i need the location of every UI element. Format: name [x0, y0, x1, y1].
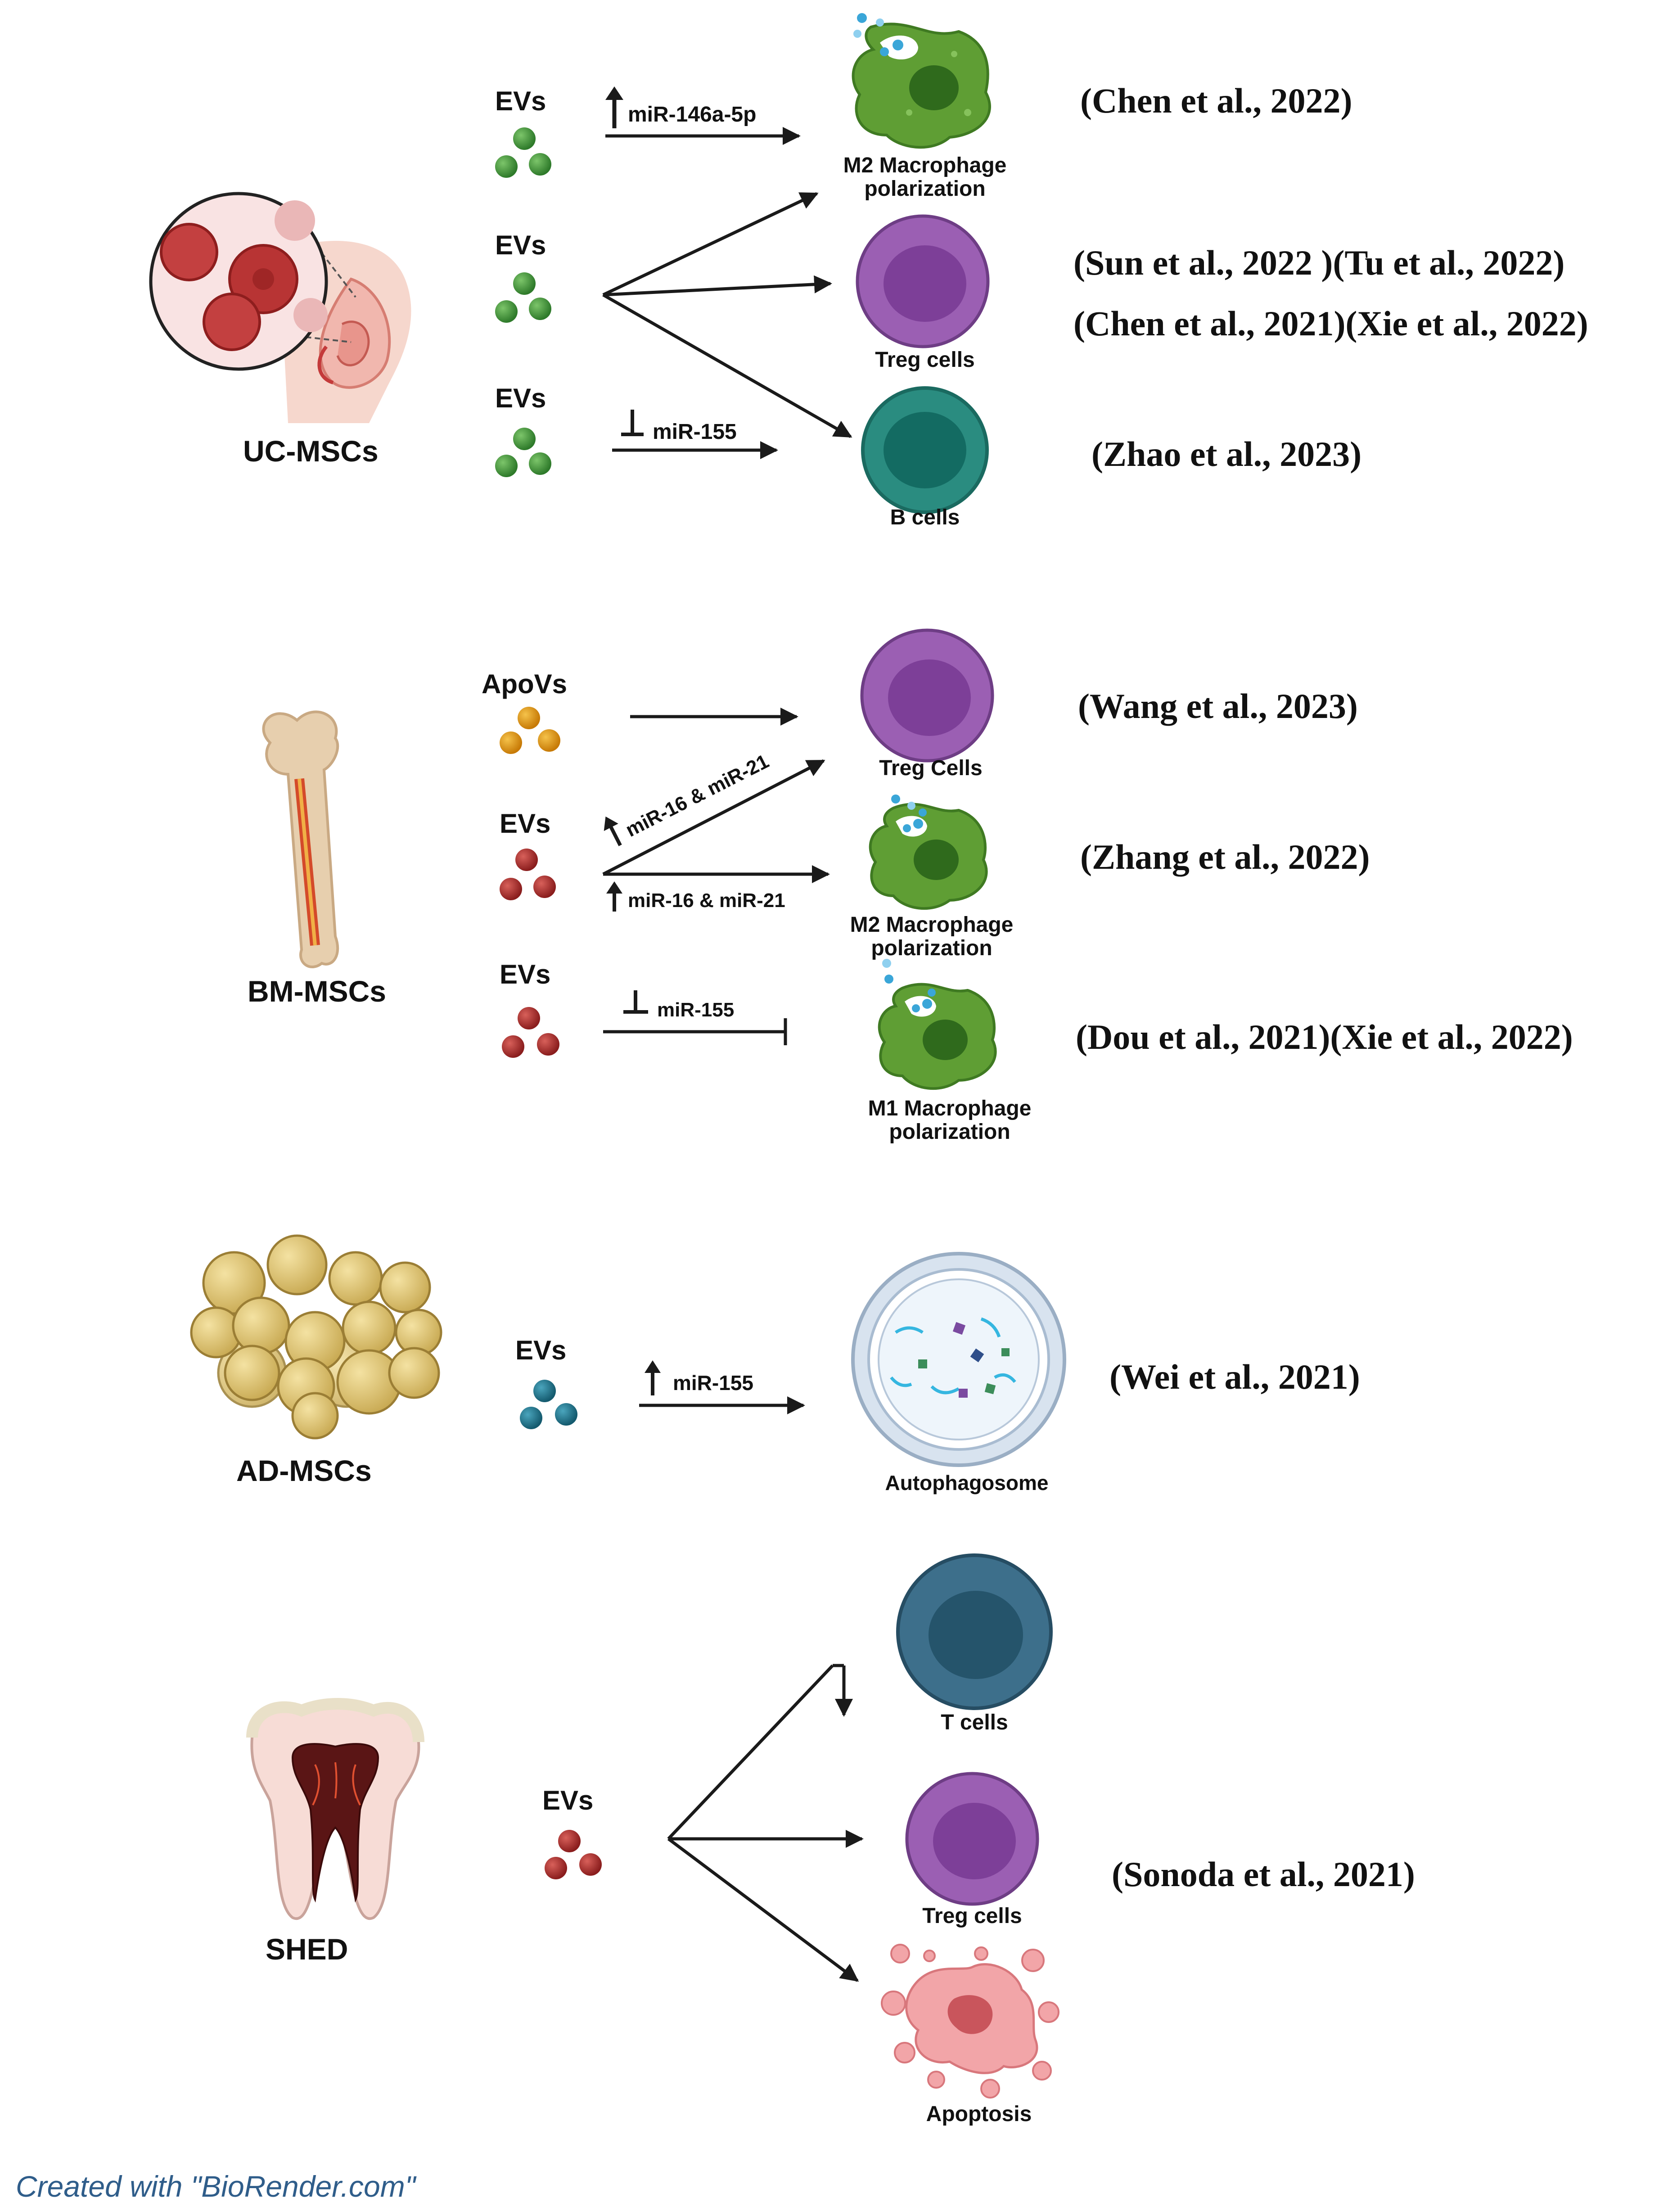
bm-m2-macrophage-icon	[869, 795, 988, 910]
shed-arrow-to-apoptosis	[667, 1837, 859, 1982]
uc-mir-155-label: miR-155	[653, 420, 737, 444]
bm-m1-label-line2: polarization	[889, 1120, 1010, 1144]
shed-citation: (Sonoda et al., 2021)	[1112, 1855, 1415, 1894]
uc-mir-146a-label: miR-146a-5p	[628, 103, 756, 126]
ad-ev-label: EVs	[515, 1335, 566, 1365]
shed-apoptosis-icon	[881, 1944, 1059, 2099]
uc-citation-2: (Sun et al., 2022 )(Tu et al., 2022)	[1073, 243, 1564, 282]
ad-citation: (Wei et al., 2021)	[1109, 1357, 1360, 1396]
bm-m2-label-line2: polarization	[871, 936, 992, 960]
shed-source-label: SHED	[266, 1932, 348, 1966]
uc-citation-1: (Chen et al., 2022)	[1080, 81, 1352, 120]
bm-m1-macrophage-icon	[878, 959, 997, 1090]
section-ad-mscs: AD-MSCs EVs miR-155 Autophagosom	[190, 1234, 1360, 1494]
shed-apoptosis-label: Apoptosis	[926, 2102, 1032, 2126]
uc-up-arrow-icon	[605, 86, 623, 128]
bm-mir-16-21-label-2: miR-16 & miR-21	[628, 889, 785, 912]
bm-ev-cluster-1	[500, 849, 556, 900]
uc-m2-label-line1: M2 Macrophage	[843, 153, 1007, 177]
bm-treg-label: Treg Cells	[879, 756, 982, 780]
shed-arrow-to-tcells	[667, 1664, 853, 1840]
bm-up-arrow-icon-1	[604, 816, 622, 846]
ad-source-label: AD-MSCs	[236, 1454, 372, 1487]
bm-bone-icon	[262, 710, 339, 969]
uc-treg-label: Treg cells	[875, 348, 974, 372]
biorender-credit: Created with "BioRender.com"	[16, 2170, 417, 2203]
bm-inhibit-icon	[623, 990, 648, 1014]
uc-ev-label-3: EVs	[495, 383, 546, 413]
ad-autophagosome-icon	[851, 1252, 1066, 1467]
ad-ev-cluster	[520, 1380, 577, 1429]
bm-apov-label: ApoVs	[482, 669, 567, 699]
ad-mir-155-label: miR-155	[673, 1371, 753, 1395]
shed-treg-label: Treg cells	[922, 1904, 1022, 1928]
bm-source-label: BM-MSCs	[248, 975, 386, 1008]
ad-adipocyte-cluster-icon	[190, 1234, 442, 1440]
uc-m2-label-line2: polarization	[864, 177, 985, 201]
bm-ev-label-2: EVs	[500, 959, 550, 989]
uc-bcell-icon	[861, 386, 989, 514]
uc-arrow-branch-m2	[602, 192, 819, 297]
uc-ev-label-2: EVs	[495, 230, 546, 260]
shed-tcell-icon	[896, 1553, 1053, 1710]
bm-ev-label-1: EVs	[500, 808, 550, 839]
uc-citation-3: (Chen et al., 2021)(Xie et al., 2022)	[1073, 304, 1588, 343]
uc-bcell-label: B cells	[890, 506, 960, 529]
uc-ev-cluster-3	[495, 428, 551, 477]
uc-ev-cluster-2	[495, 272, 551, 323]
section-shed: SHED EVs T cells Treg cells	[246, 1553, 1415, 2126]
bm-mir-155-label: miR-155	[657, 999, 734, 1021]
section-bm-mscs: BM-MSCs ApoVs EVs miR-16 & miR-21 miR-16…	[248, 628, 1573, 1144]
ad-autophagosome-label: Autophagosome	[885, 1471, 1049, 1494]
bm-arrow-to-treg	[602, 759, 825, 876]
uc-treg-cell-icon	[856, 214, 990, 348]
bm-treg-cell-icon	[860, 628, 994, 763]
uc-source-label: UC-MSCs	[243, 434, 379, 468]
shed-ev-cluster	[545, 1830, 602, 1879]
shed-tcell-label: T cells	[941, 1711, 1008, 1734]
uc-citation-4: (Zhao et al., 2023)	[1091, 434, 1361, 474]
uc-arrow-branch-treg	[603, 275, 832, 297]
ad-up-arrow-icon	[645, 1360, 661, 1395]
uc-arrow-branch-bcell	[602, 293, 852, 438]
bm-citation-2: (Zhang et al., 2022)	[1080, 837, 1370, 876]
section-uc-mscs: UC-MSCs EVs EVs EVs miR-146a-5p miR-155	[149, 13, 1588, 529]
bm-inhibit-arrow-to-m1	[603, 1018, 787, 1045]
bm-apov-cluster	[500, 707, 560, 754]
shed-tooth-icon	[246, 1698, 424, 1920]
bm-up-arrow-icon-2	[606, 881, 622, 912]
shed-treg-cell-icon	[905, 1772, 1039, 1906]
uc-m2-macrophage-icon	[852, 13, 991, 149]
bm-citation-1: (Wang et al., 2023)	[1078, 686, 1358, 726]
bm-citation-3: (Dou et al., 2021)(Xie et al., 2022)	[1076, 1017, 1573, 1056]
shed-ev-label: EVs	[542, 1785, 593, 1815]
bm-mir-16-21-label-1: miR-16 & miR-21	[622, 750, 772, 841]
bm-m1-label-line1: M1 Macrophage	[868, 1097, 1032, 1120]
uc-inhibit-icon	[621, 410, 644, 436]
uc-ev-cluster-1	[495, 127, 551, 178]
uc-ev-label-1: EVs	[495, 86, 546, 116]
bm-ev-cluster-2	[502, 1007, 559, 1058]
uc-umbilical-cord-icon	[149, 192, 411, 423]
bm-m2-label-line1: M2 Macrophage	[850, 913, 1014, 937]
